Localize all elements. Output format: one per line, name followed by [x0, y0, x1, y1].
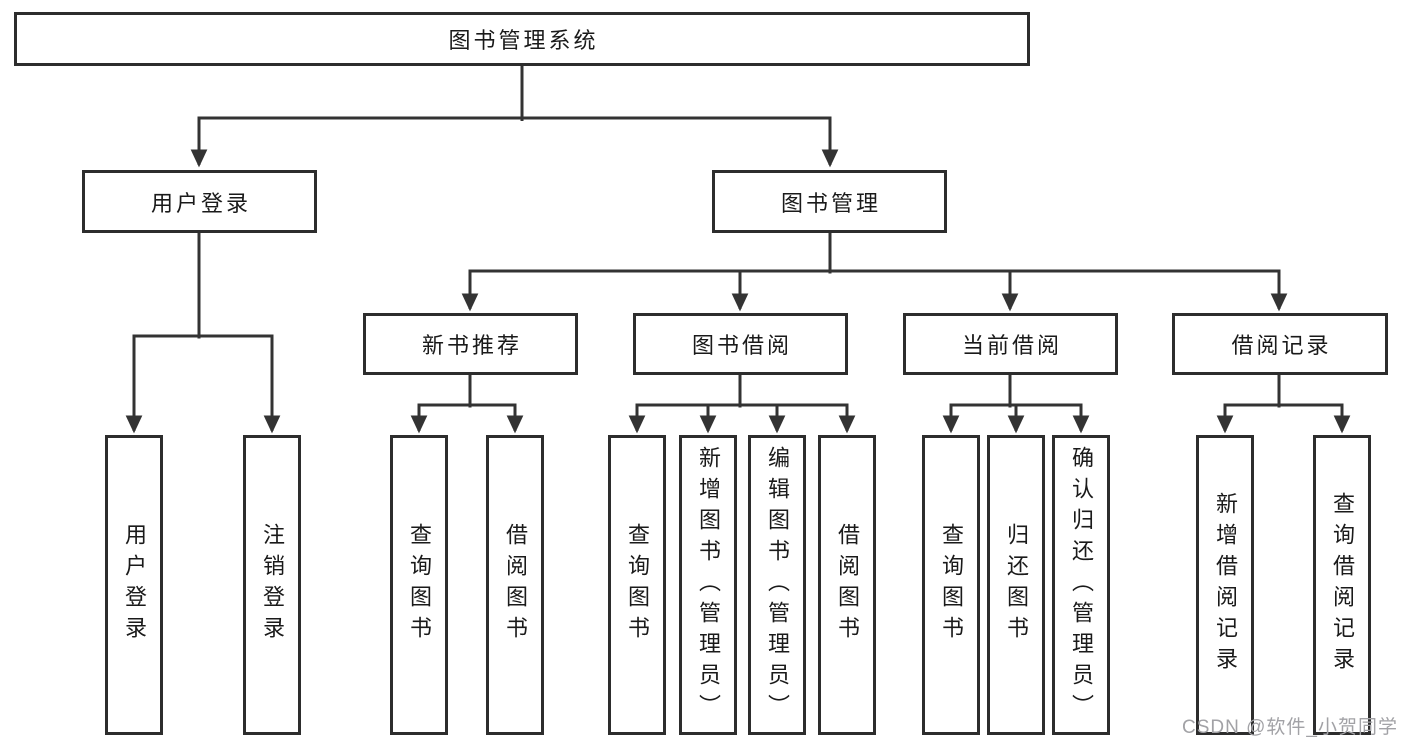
- leaf-add-borrow-record: 新增借阅记录: [1196, 435, 1254, 735]
- node-new-book-recommend: 新书推荐: [363, 313, 578, 375]
- leaf-user-login: 用户登录: [105, 435, 163, 735]
- node-book-management: 图书管理: [712, 170, 947, 233]
- node-current-borrow: 当前借阅: [903, 313, 1118, 375]
- csdn-watermark: CSDN @软件_小贺同学: [1182, 717, 1398, 738]
- leaf-add-book-admin: 新增图书（管理员）: [679, 435, 737, 735]
- leaf-borrow-query-book: 查询图书: [608, 435, 666, 735]
- leaf-return-book: 归还图书: [987, 435, 1045, 735]
- leaf-recommend-query-book: 查询图书: [390, 435, 448, 735]
- leaf-current-query-book: 查询图书: [922, 435, 980, 735]
- node-borrow-records: 借阅记录: [1172, 313, 1388, 375]
- node-book-borrow: 图书借阅: [633, 313, 848, 375]
- leaf-recommend-borrow-book: 借阅图书: [486, 435, 544, 735]
- node-library-management-system: 图书管理系统: [14, 12, 1030, 66]
- node-user-login: 用户登录: [82, 170, 317, 233]
- leaf-query-borrow-record: 查询借阅记录: [1313, 435, 1371, 735]
- leaf-logout: 注销登录: [243, 435, 301, 735]
- leaf-edit-book-admin: 编辑图书（管理员）: [748, 435, 806, 735]
- leaf-confirm-return-admin: 确认归还（管理员）: [1052, 435, 1110, 735]
- leaf-borrow-book: 借阅图书: [818, 435, 876, 735]
